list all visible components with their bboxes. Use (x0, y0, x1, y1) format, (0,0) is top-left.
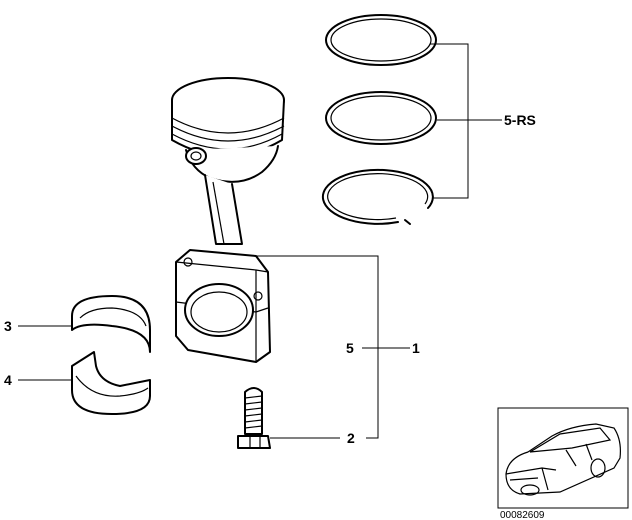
piston-rings (321, 14, 437, 225)
connecting-rod-bolt (237, 387, 271, 449)
connecting-rod (175, 174, 271, 363)
callout-5: 5 (346, 340, 354, 356)
callout-4: 4 (4, 372, 12, 388)
vehicle-thumbnail (497, 407, 629, 509)
bearing-shell-lower (71, 351, 151, 415)
leader-lines (18, 43, 502, 439)
piston-ring-top (325, 14, 437, 66)
piston-ring-oil (321, 168, 434, 225)
piston (171, 77, 285, 183)
callout-2: 2 (347, 430, 355, 446)
callout-5-rs: 5-RS (504, 112, 536, 128)
piston-ring-middle (325, 91, 437, 145)
diagram-reference-number: 00082609 (500, 510, 545, 520)
thumbnail-frame (497, 407, 629, 509)
callout-1: 1 (412, 340, 420, 356)
callout-3: 3 (4, 318, 12, 334)
bearing-shell-upper (71, 295, 151, 353)
car-illustration-icon (505, 423, 621, 496)
